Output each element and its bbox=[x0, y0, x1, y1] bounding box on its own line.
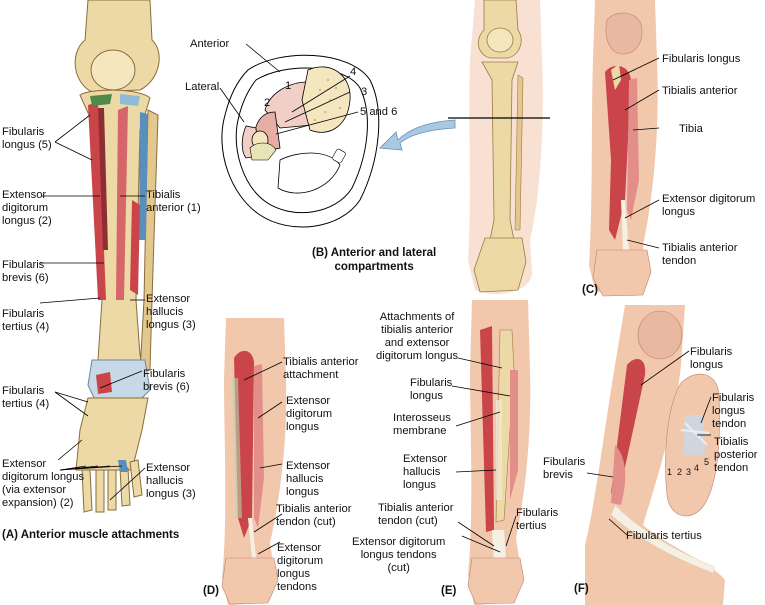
panel-d bbox=[218, 318, 298, 605]
panel-b-leg-illustration bbox=[448, 0, 550, 294]
label-a-fibularis-brevis-foot: Fibularis brevis (6) bbox=[143, 368, 190, 393]
label-f-fibularis-brevis: Fibularis brevis bbox=[543, 456, 586, 481]
caption-f: (F) bbox=[574, 583, 589, 595]
panel-c bbox=[585, 0, 665, 300]
label-e-fibularis-longus: Fibularis longus bbox=[410, 377, 453, 402]
panel-f-illustration bbox=[585, 305, 725, 605]
label-c-extensor-digitorum: Extensor digitorum longus bbox=[662, 193, 756, 218]
label-a-fibularis-longus: Fibularis longus (5) bbox=[2, 126, 52, 151]
panel-e-illustration bbox=[467, 300, 531, 605]
panel-a bbox=[0, 0, 230, 605]
label-c-fibularis-longus: Fibularis longus bbox=[662, 53, 741, 65]
caption-d: (D) bbox=[203, 585, 219, 597]
label-f-toe-4: 4 bbox=[694, 463, 700, 473]
label-a-tibialis-anterior: Tibialis anterior (1) bbox=[146, 189, 201, 214]
label-d-tibialis-attachment: Tibialis anterior attachment bbox=[283, 356, 359, 381]
label-b-anterior: Anterior bbox=[190, 38, 230, 50]
caption-b: (B) Anterior and lateral compartments bbox=[312, 247, 437, 273]
label-e-extensor-digitorum-tendons: Extensor digitorum longus tendons (cut) bbox=[352, 536, 446, 574]
label-d-extensor-digitorum: Extensor digitorum longus bbox=[286, 395, 333, 433]
label-e-interosseus: Interosseus membrane bbox=[393, 412, 451, 437]
label-c-tibialis-anterior: Tibialis anterior bbox=[662, 85, 738, 97]
panel-d-illustration bbox=[221, 318, 287, 605]
label-d-tibialis-tendon: Tibialis anterior tendon (cut) bbox=[276, 503, 352, 528]
label-b-3: 3 bbox=[361, 86, 368, 98]
label-d-extensor-hallucis: Extensor hallucis longus bbox=[286, 460, 331, 498]
label-e-fibularis-tertius: Fibularis tertius bbox=[516, 507, 559, 532]
label-e-extensor-hallucis: Extensor hallucis longus bbox=[403, 453, 448, 491]
panel-b-leg bbox=[448, 0, 550, 300]
panel-f-leaders bbox=[586, 350, 712, 536]
caption-c: (C) bbox=[582, 284, 598, 296]
label-e-attachments: Attachments of tibialis anterior and ext… bbox=[376, 311, 459, 362]
label-a-extensor-hallucis: Extensor hallucis longus (3) bbox=[146, 293, 196, 331]
caption-e: (E) bbox=[441, 585, 457, 597]
label-b-2: 2 bbox=[264, 97, 271, 109]
label-a-fibularis-tertius: Fibularis tertius (4) bbox=[2, 308, 50, 333]
label-f-toe-2: 2 bbox=[677, 467, 683, 477]
label-b-5-and-6: 5 and 6 bbox=[360, 106, 398, 118]
panel-e-leaders bbox=[451, 357, 517, 553]
panel-a-illustration bbox=[39, 0, 160, 513]
caption-a: (A) Anterior muscle attachments bbox=[2, 529, 180, 541]
panel-b-cross-section bbox=[219, 43, 456, 228]
label-d-extensor-digitorum-tendons: Extensor digitorum longus tendons bbox=[277, 542, 324, 593]
label-b-1: 1 bbox=[285, 80, 292, 92]
label-f-toe-5: 5 bbox=[704, 457, 710, 467]
panel-c-leaders bbox=[612, 57, 660, 249]
label-e-tibialis-tendon: Tibialis anterior tendon (cut) bbox=[378, 502, 454, 527]
label-f-tibialis-posterior: Tibialis posterior tendon bbox=[714, 436, 758, 474]
label-a-fibularis-brevis: Fibularis brevis (6) bbox=[2, 259, 49, 284]
panel-e bbox=[451, 300, 541, 605]
label-f-toe-3: 3 bbox=[686, 467, 692, 477]
panel-c-illustration bbox=[589, 0, 658, 297]
label-f-fibularis-longus: Fibularis longus bbox=[690, 346, 733, 371]
label-c-tibialis-tendon: Tibialis anterior tendon bbox=[662, 242, 738, 267]
panel-d-leaders bbox=[243, 361, 283, 555]
label-f-fibularis-tertius: Fibularis tertius bbox=[626, 530, 702, 542]
label-a-extensor-digitorum-expansion: Extensor digitorum longus (via extensor … bbox=[2, 458, 85, 509]
label-b-lateral: Lateral bbox=[185, 81, 220, 93]
label-c-tibia: Tibia bbox=[679, 123, 703, 135]
panel-f bbox=[585, 305, 765, 605]
label-b-4: 4 bbox=[350, 66, 357, 78]
label-f-fibularis-longus-tendon: Fibularis longus tendon bbox=[712, 392, 755, 430]
label-f-toe-1: 1 bbox=[667, 467, 673, 477]
panel-b bbox=[180, 30, 460, 280]
label-a-extensor-digitorum: Extensor digitorum longus (2) bbox=[2, 189, 52, 227]
label-a-fibularis-tertius-foot: Fibularis tertius (4) bbox=[2, 385, 50, 410]
label-a-extensor-hallucis-foot: Extensor hallucis longus (3) bbox=[146, 462, 196, 500]
